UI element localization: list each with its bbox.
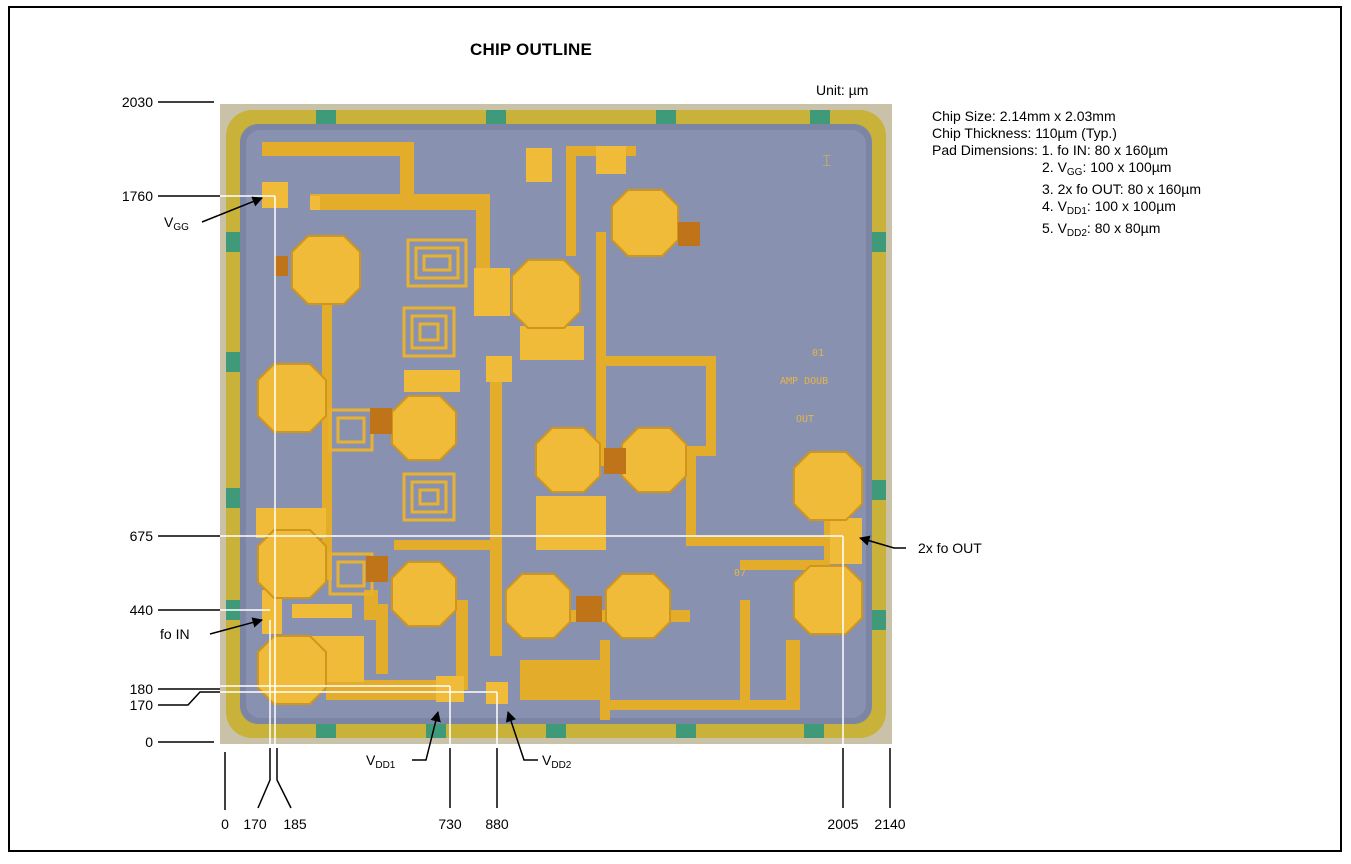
chip-marking-out: OUT [796, 414, 814, 425]
y-tick-675: 675 [130, 528, 154, 544]
unit-label: Unit: µm [816, 82, 869, 98]
x-tick-0: 0 [221, 816, 229, 832]
y-tick-2030: 2030 [122, 94, 153, 110]
out-pad-label: 2x fo OUT [918, 540, 982, 556]
chip-marking-01: 01 [812, 348, 824, 359]
spec-pad-2: 2. VGG: 100 x 100µm [1042, 159, 1172, 178]
chip-outline-title: CHIP OUTLINE [470, 40, 593, 59]
chip-die-photo [220, 104, 892, 744]
vdd1-pad-label: VDD1 [366, 752, 396, 771]
figure-frame [8, 6, 1342, 852]
y-tick-170: 170 [130, 697, 154, 713]
spec-chip-thickness: Chip Thickness: 110µm (Typ.) [932, 125, 1117, 141]
y-dimension-leaders [158, 101, 220, 743]
x-dimension-leaders [224, 748, 891, 810]
vgg-pad-label: VGG [164, 214, 189, 233]
spec-chip-size: Chip Size: 2.14mm x 2.03mm [932, 108, 1116, 124]
x-tick-880: 880 [485, 816, 509, 832]
x-tick-185: 185 [283, 816, 307, 832]
y-tick-1760: 1760 [122, 188, 153, 204]
dimension-guides [220, 195, 844, 748]
chip-marking-07: 07 [734, 568, 746, 579]
pad-callout-arrows [201, 196, 906, 761]
fo-in-pad-label: fo IN [160, 626, 190, 642]
chip-marking-amp-doub: AMP DOUB [780, 376, 828, 387]
chip-specs: Chip Size: 2.14mm x 2.03mm Chip Thicknes… [932, 108, 1201, 242]
y-tick-440: 440 [130, 602, 154, 618]
spec-pad-dimensions: Pad Dimensions: 1. fo IN: 80 x 160µm [932, 142, 1169, 158]
chip-logo: ⌶ [822, 151, 832, 170]
spec-pad-5: 5. VDD2: 80 x 80µm [1042, 220, 1161, 239]
x-tick-2005: 2005 [827, 816, 858, 832]
spec-pad-4: 4. VDD1: 100 x 100µm [1042, 198, 1176, 217]
x-tick-2140: 2140 [874, 816, 905, 832]
x-tick-170: 170 [243, 816, 267, 832]
y-tick-0: 0 [145, 734, 153, 750]
y-tick-180: 180 [130, 681, 154, 697]
spec-pad-3: 3. 2x fo OUT: 80 x 160µm [1042, 181, 1202, 197]
x-tick-730: 730 [438, 816, 462, 832]
vdd2-pad-label: VDD2 [542, 752, 572, 771]
